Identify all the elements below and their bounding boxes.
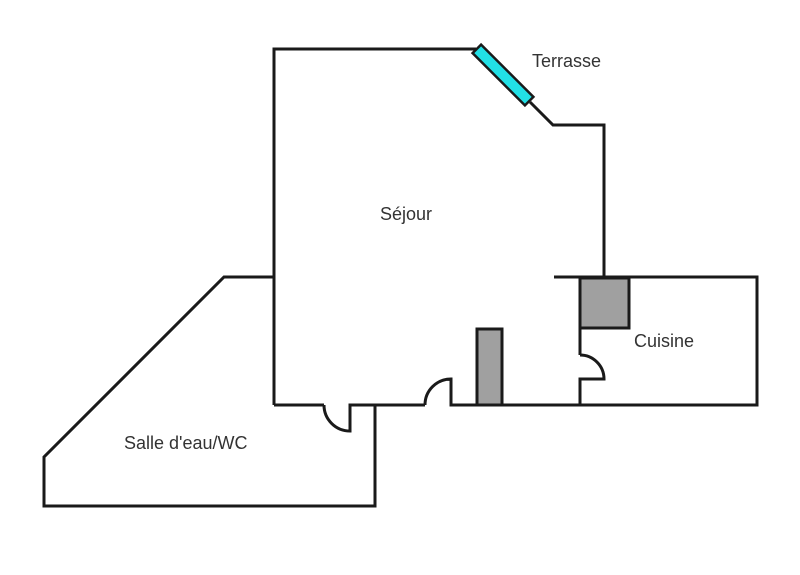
room-label-sejour: Séjour (380, 204, 433, 224)
cuisine-top-wall (554, 275, 759, 407)
room-label-terrasse: Terrasse (532, 51, 602, 71)
terrasse-wall (528, 100, 606, 277)
sejour-walls (272, 47, 476, 405)
salle-eau-door (322, 403, 375, 433)
salle-eau-walls (42, 275, 377, 508)
room-label-salle-eau: Salle d'eau/WC (124, 433, 248, 453)
sejour-pillar (475, 327, 504, 407)
room-label-cuisine: Cuisine (634, 331, 695, 351)
cuisine-door (578, 353, 606, 405)
terrasse-window (470, 42, 536, 108)
cuisine-fixture (578, 276, 631, 330)
entry-door (423, 377, 580, 407)
